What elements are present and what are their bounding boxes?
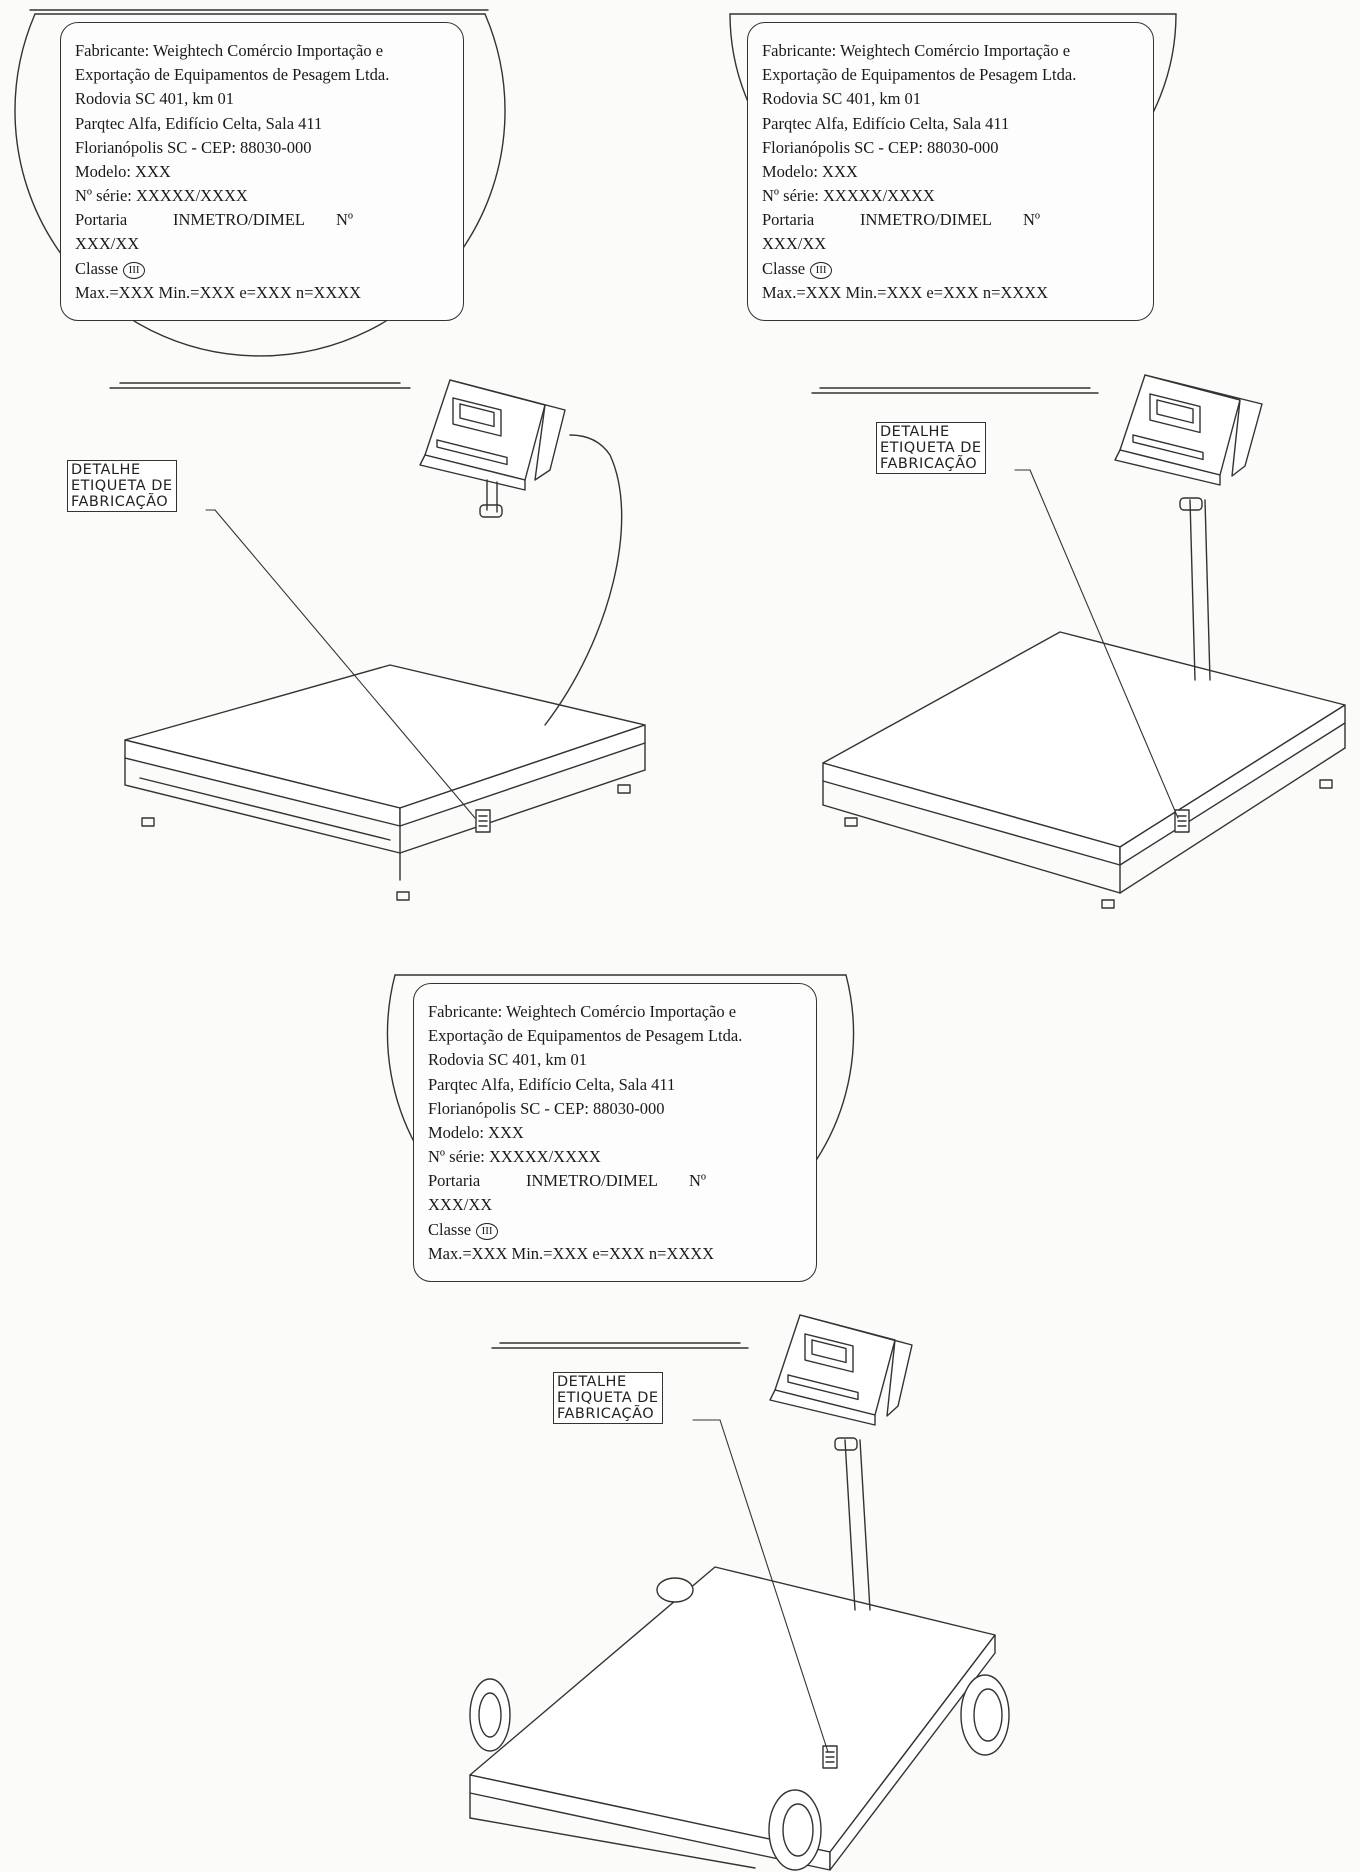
leader-line-3 [719,1419,829,1753]
indicator-head-2 [1114,374,1263,486]
callout-detail-1: DETALHE ETIQUETA DE FABRICAÇÃO [67,460,177,512]
portaria-number-sign: Nº [336,210,354,229]
indicator-head-3 [769,1314,913,1426]
callout-line-1: DETALHE [880,424,950,440]
portaria-label: Portaria [428,1171,481,1190]
portaria-number-sign: Nº [689,1171,707,1190]
portaria-number: XXX/XX [428,1195,493,1214]
capacity-line: Max.=XXX Min.=XXX e=XXX n=XXXX [762,283,1049,302]
label-card-2: Fabricante: Weightech Comércio Importaçã… [747,22,1154,321]
callout-line-1: DETALHE [557,1374,627,1390]
leader-line-1 [214,509,476,819]
manufacturer-line-2: Exportação de Equipamentos de Pesagem Lt… [762,65,1077,84]
address-line-3: Florianópolis SC - CEP: 88030-000 [428,1099,665,1118]
model-line: Modelo: XXX [762,162,858,181]
callout-line-3: FABRICAÇÃO [557,1406,655,1422]
callout-line-1: DETALHE [71,462,141,478]
callout-line-3: FABRICAÇÃO [71,494,169,510]
serial-line: Nº série: XXXXX/XXXX [428,1147,601,1166]
indicator-head-1 [419,379,623,726]
address-line-2: Parqtec Alfa, Edifício Celta, Sala 411 [428,1075,676,1094]
portaria-label: Portaria [75,210,128,229]
manufacturer-line-1: Fabricante: Weightech Comércio Importaçã… [428,1002,737,1021]
callout-line-2: ETIQUETA DE [880,440,982,456]
mobile-scale-3 [469,1437,1010,1871]
callout-detail-3: DETALHE ETIQUETA DE FABRICAÇÃO [553,1372,663,1424]
address-line-1: Rodovia SC 401, km 01 [75,89,235,108]
portaria-authority: INMETRO/DIMEL [173,210,305,229]
portaria-authority: INMETRO/DIMEL [860,210,992,229]
class-iii-symbol-icon: III [810,261,833,279]
serial-line: Nº série: XXXXX/XXXX [75,186,248,205]
address-line-3: Florianópolis SC - CEP: 88030-000 [762,138,999,157]
label-card-1: Fabricante: Weightech Comércio Importaçã… [60,22,464,321]
detail-magnifier-circle-1 [14,9,506,389]
portaria-number: XXX/XX [762,234,827,253]
capacity-line: Max.=XXX Min.=XXX e=XXX n=XXXX [75,283,362,302]
address-line-1: Rodovia SC 401, km 01 [762,89,922,108]
floor-scale-1 [124,664,646,901]
class-label: Classe [75,259,119,278]
manufacturer-line-1: Fabricante: Weightech Comércio Importaçã… [75,41,384,60]
class-label: Classe [762,259,806,278]
portaria-number: XXX/XX [75,234,140,253]
portaria-number-sign: Nº [1023,210,1041,229]
callout-line-3: FABRICAÇÃO [880,456,978,472]
model-line: Modelo: XXX [75,162,171,181]
class-iii-symbol-icon: III [123,261,146,279]
manufacturer-line-2: Exportação de Equipamentos de Pesagem Lt… [428,1026,743,1045]
class-iii-symbol-icon: III [476,1222,499,1240]
callout-line-2: ETIQUETA DE [557,1390,659,1406]
callout-line-2: ETIQUETA DE [71,478,173,494]
address-line-2: Parqtec Alfa, Edifício Celta, Sala 411 [762,114,1010,133]
serial-line: Nº série: XXXXX/XXXX [762,186,935,205]
leader-line-2 [1029,469,1179,819]
address-line-1: Rodovia SC 401, km 01 [428,1050,588,1069]
address-line-3: Florianópolis SC - CEP: 88030-000 [75,138,312,157]
callout-detail-2: DETALHE ETIQUETA DE FABRICAÇÃO [876,422,986,474]
capacity-line: Max.=XXX Min.=XXX e=XXX n=XXXX [428,1244,715,1263]
model-line: Modelo: XXX [428,1123,524,1142]
address-line-2: Parqtec Alfa, Edifício Celta, Sala 411 [75,114,323,133]
label-card-3: Fabricante: Weightech Comércio Importaçã… [413,983,817,1282]
manufacturer-line-2: Exportação de Equipamentos de Pesagem Lt… [75,65,390,84]
portaria-authority: INMETRO/DIMEL [526,1171,658,1190]
wheel-rear-left [469,1678,511,1752]
portaria-label: Portaria [762,210,815,229]
pillar-scale-2 [822,497,1346,909]
class-label: Classe [428,1220,472,1239]
manufacturer-line-1: Fabricante: Weightech Comércio Importaçã… [762,41,1071,60]
